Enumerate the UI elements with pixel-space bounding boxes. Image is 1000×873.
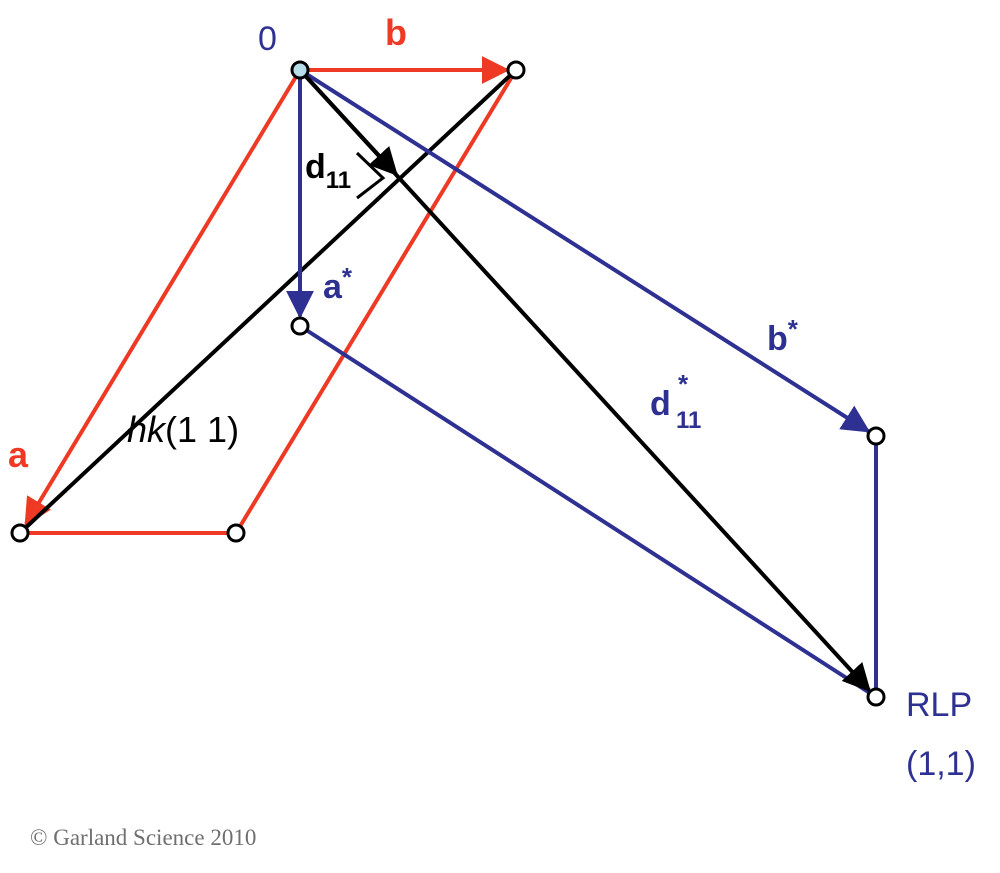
real-cell-edge-right <box>234 68 518 535</box>
reciprocal-point-a-star <box>290 316 310 336</box>
lattice-plane-line <box>18 68 518 535</box>
reciprocal-point-b-star <box>866 426 886 446</box>
label-d11-star-letter: d <box>650 385 671 423</box>
label-b-star-asterisk: * <box>788 314 799 344</box>
vector-d11-arrow <box>298 68 398 177</box>
origin-point <box>290 60 310 80</box>
label-b-star-letter: b <box>767 320 788 358</box>
label-a: a <box>8 434 29 475</box>
label-d11-star-subscript: 11 <box>676 407 701 434</box>
origin-label: 0 <box>258 20 277 58</box>
rlp-label-line2: (1,1) <box>906 745 976 783</box>
copyright-text: © Garland Science 2010 <box>30 825 256 850</box>
label-b-star: b* <box>767 314 799 358</box>
label-d11-subscript: 11 <box>326 167 351 194</box>
lattice-point-b <box>506 60 526 80</box>
label-d11-letter: d <box>305 148 326 186</box>
label-a-star-letter: a <box>323 268 343 306</box>
lattice-point-a-plus-b <box>226 523 246 543</box>
plane-label: hk(1 1) <box>127 409 239 450</box>
vector-b-star-arrow <box>298 68 871 433</box>
plane-label-indices: (1 1) <box>165 409 239 450</box>
label-a-star-asterisk: * <box>342 262 353 292</box>
vector-a-arrow <box>24 68 302 527</box>
label-a-star: a* <box>323 262 353 306</box>
rlp-label-line1: RLP <box>906 686 972 724</box>
right-angle-marker <box>355 151 386 200</box>
reciprocal-point-rlp-1-1 <box>866 687 886 707</box>
label-b: b <box>385 12 407 53</box>
label-d11: d11 <box>305 148 351 194</box>
plane-label-italic: hk <box>127 409 167 450</box>
reciprocal-edge-a-star-to-rlp <box>298 324 878 699</box>
label-d11-star-asterisk: * <box>678 369 689 399</box>
lattice-point-a <box>10 523 30 543</box>
